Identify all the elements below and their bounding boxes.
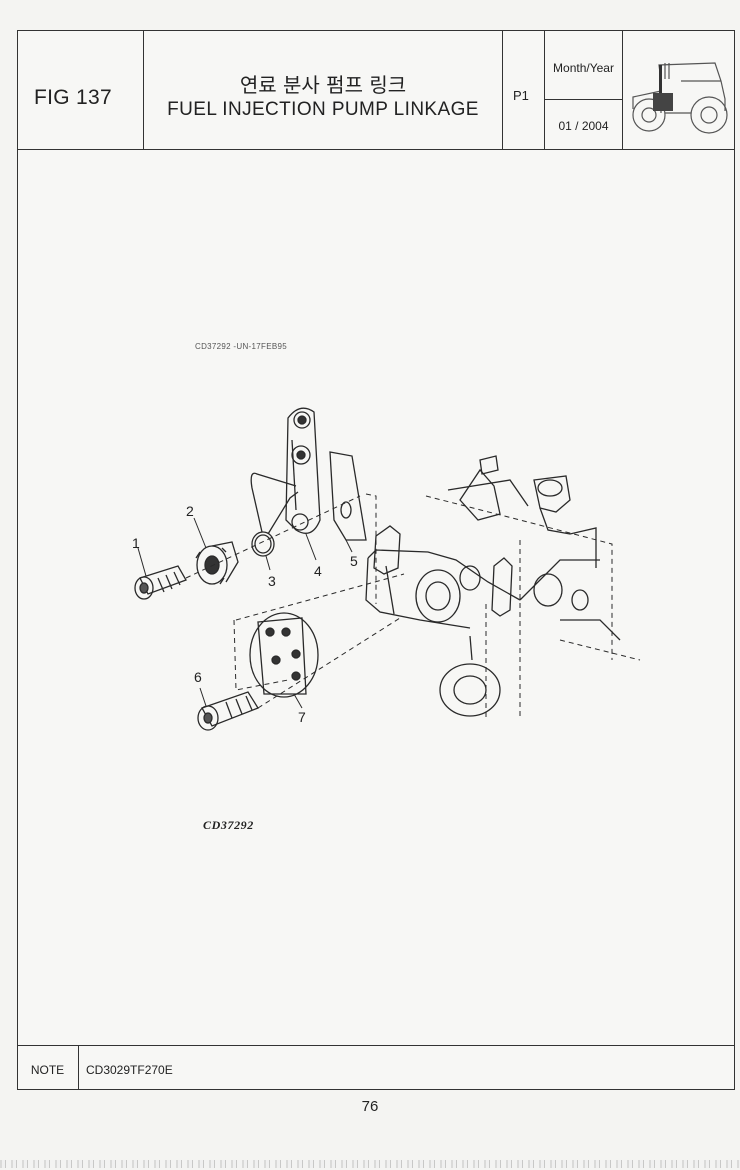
fig-cell: FIG 137 [18, 31, 144, 149]
page-label: P1 [513, 88, 529, 103]
date-cell: Month/Year 01 / 2004 [545, 31, 623, 149]
part-2-bushing [195, 541, 239, 585]
note-text: CD3029TF270E [86, 1063, 173, 1077]
date-heading: Month/Year [553, 61, 614, 75]
part-7-cam-plate [249, 612, 319, 698]
note-label: NOTE [30, 1063, 65, 1077]
part-1-cap-screw [134, 565, 187, 600]
callout-1: 1 [132, 535, 140, 551]
part-5-plate [329, 451, 367, 541]
part-3-spring [250, 472, 299, 557]
drawing-reference-code: CD37292 [203, 818, 254, 832]
part-6-cap-screw [197, 691, 259, 731]
tractor-icon [632, 62, 728, 134]
page-cell: P1 [503, 31, 545, 149]
callout-5: 5 [350, 553, 358, 569]
callout-2: 2 [186, 503, 194, 519]
icon-cell [623, 31, 736, 149]
scan-edge-artifact [0, 1160, 740, 1168]
callout-6: 6 [194, 669, 202, 685]
note-label-cell: NOTE [17, 1046, 79, 1090]
pump-body [365, 455, 621, 717]
note-row: NOTE CD3029TF270E [17, 1045, 735, 1090]
title-cell: 연료 분사 펌프 링크 FUEL INJECTION PUMP LINKAGE [144, 31, 503, 149]
fig-number: FIG 137 [34, 86, 112, 109]
date-heading-cell: Month/Year [545, 31, 622, 100]
part-4-lever [285, 407, 321, 534]
header-table: FIG 137 연료 분사 펌프 링크 FUEL INJECTION PUMP … [18, 31, 734, 150]
title-korean: 연료 분사 펌프 링크 [239, 73, 407, 97]
date-value: 01 / 2004 [558, 119, 609, 133]
drawing-reference-small: CD37292 -UN-17FEB95 [195, 342, 287, 351]
callout-3: 3 [268, 573, 276, 589]
callout-4: 4 [314, 563, 322, 579]
page-number: 76 [361, 1098, 379, 1115]
callout-7: 7 [298, 709, 306, 725]
title-english: FUEL INJECTION PUMP LINKAGE [167, 99, 479, 120]
